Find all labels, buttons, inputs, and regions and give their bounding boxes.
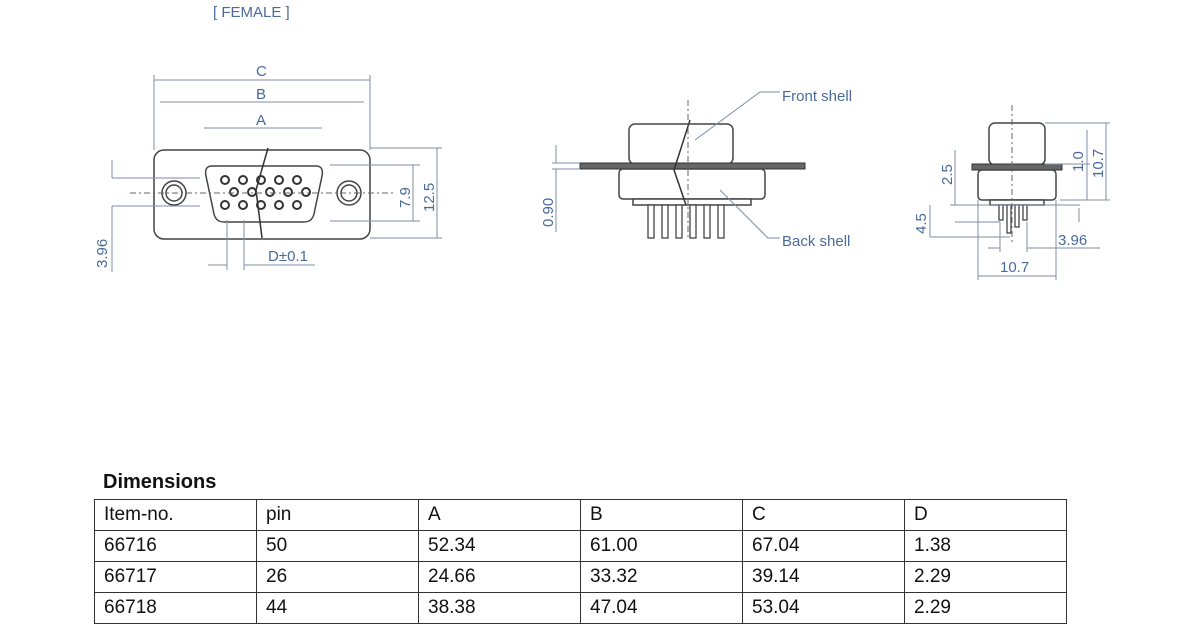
dimensions-table: Item-no. pin A B C D 66716 50 52.34 61.0… <box>94 499 1067 624</box>
dim-3-96: 3.96 <box>94 239 111 268</box>
header-cell: C <box>742 499 905 531</box>
table-cell: 1.38 <box>904 530 1067 562</box>
table-header-row: Item-no. pin A B C D <box>94 499 1067 531</box>
back-shell-label: Back shell <box>782 233 850 250</box>
end-view: 1.0 10.7 2.5 4.5 3.96 10.7 <box>913 105 1110 280</box>
table-cell: 38.38 <box>418 592 581 624</box>
dim-c: C <box>256 63 267 80</box>
table-cell: 2.29 <box>904 592 1067 624</box>
dim-a: A <box>256 112 266 129</box>
technical-drawing: [ FEMALE ] C B A 7.9 12.5 3.96 D±0.1 <box>94 4 1110 280</box>
side-view: Front shell Back shell 0.90 <box>540 88 852 250</box>
dimensions-title: Dimensions <box>103 471 217 493</box>
table-cell: 2.29 <box>904 561 1067 593</box>
dim-b: B <box>256 86 266 103</box>
header-cell: pin <box>256 499 419 531</box>
table-row: 66716 50 52.34 61.00 67.04 1.38 <box>94 530 1067 562</box>
dim-3-96-end: 3.96 <box>1058 232 1087 249</box>
front-shell-label: Front shell <box>782 88 852 105</box>
dim-1-0: 1.0 <box>1070 151 1087 172</box>
table-cell: 47.04 <box>580 592 743 624</box>
table-cell: 67.04 <box>742 530 905 562</box>
table-cell: 61.00 <box>580 530 743 562</box>
table-cell: 39.14 <box>742 561 905 593</box>
table-cell: 53.04 <box>742 592 905 624</box>
table-cell: 50 <box>256 530 419 562</box>
front-view: C B A 7.9 12.5 3.96 D±0.1 <box>94 63 442 272</box>
header-cell: D <box>904 499 1067 531</box>
header-cell: B <box>580 499 743 531</box>
table-cell: 52.34 <box>418 530 581 562</box>
table-cell: 66717 <box>94 561 257 593</box>
dim-10-7-horizontal: 10.7 <box>1000 259 1029 276</box>
table-cell: 24.66 <box>418 561 581 593</box>
dim-10-7-vertical: 10.7 <box>1090 149 1107 178</box>
dim-0-90: 0.90 <box>540 198 557 227</box>
table-cell: 33.32 <box>580 561 743 593</box>
header-cell: Item-no. <box>94 499 257 531</box>
header-cell: A <box>418 499 581 531</box>
variant-label: [ FEMALE ] <box>213 4 290 21</box>
dim-d: D±0.1 <box>268 248 308 265</box>
table-row: 66717 26 24.66 33.32 39.14 2.29 <box>94 561 1067 593</box>
table-row: 66718 44 38.38 47.04 53.04 2.29 <box>94 592 1067 624</box>
dim-2-5: 2.5 <box>939 164 956 185</box>
table-cell: 66718 <box>94 592 257 624</box>
dim-12-5: 12.5 <box>421 183 438 212</box>
dim-4-5: 4.5 <box>913 213 930 234</box>
table-cell: 26 <box>256 561 419 593</box>
dim-7-9: 7.9 <box>397 187 414 208</box>
table-cell: 66716 <box>94 530 257 562</box>
table-cell: 44 <box>256 592 419 624</box>
